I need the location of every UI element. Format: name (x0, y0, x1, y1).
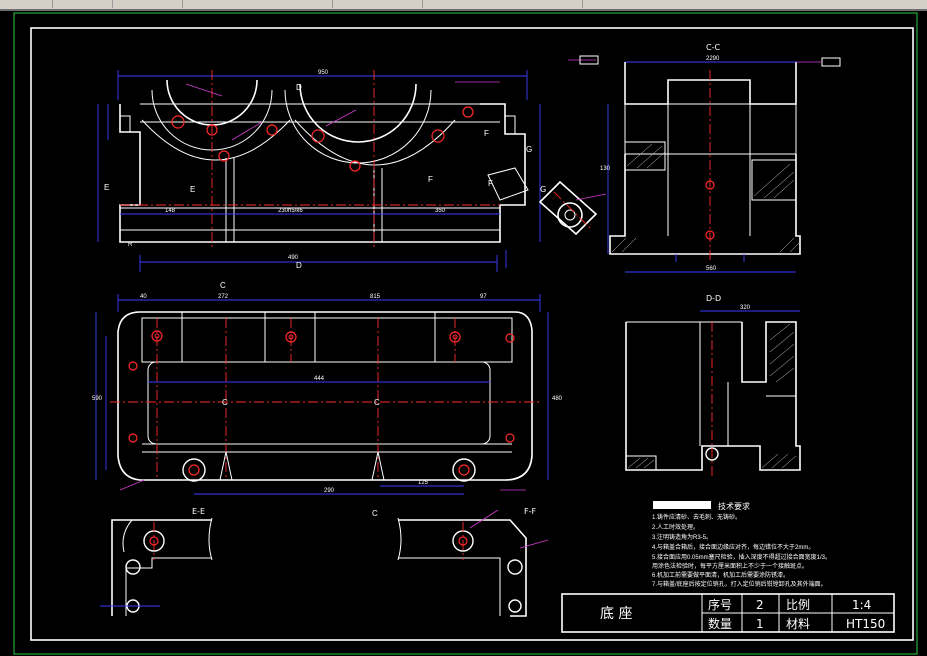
label-e-front: E (190, 185, 195, 194)
toolbar-edge (0, 9, 927, 11)
drawing-border (30, 27, 914, 641)
seq-label: 序号 (708, 597, 732, 612)
cad-drawing-canvas[interactable]: 950 (0, 11, 927, 656)
dim-front-center: 230h5/k6 (278, 208, 303, 214)
label-e-left: E (104, 183, 109, 192)
label-g-front: G (526, 145, 532, 154)
label-c-top: C (220, 281, 226, 290)
dim-cc-top: 2290 (706, 56, 720, 62)
section-cc: C-C 2290 130 560 (568, 43, 841, 273)
tech-req-item: 7.与箱盖/底座后按定位销孔，打入定位销后钳镗卸孔及其外端面。 (652, 580, 827, 588)
material-value: HT150 (846, 617, 885, 631)
toolbar-cell[interactable] (0, 0, 53, 8)
part-name: 底 座 (600, 606, 632, 622)
tech-req-item: 6.机加工前需要做平面清，机加工后需要涂防锈漆。 (652, 571, 789, 579)
tech-req-heading: 技术要求 (718, 501, 750, 511)
section-dd: D-D 320 (625, 294, 801, 478)
label-ff: F-F (524, 507, 536, 516)
front-view: 950 (97, 70, 541, 272)
label-c-center: C (374, 398, 380, 407)
section-ff: F-F (397, 507, 549, 617)
dim-front-bottom: 490 (288, 255, 299, 261)
tech-req-item: 2.人工时效处理。 (652, 523, 699, 531)
dim-plan-272: 272 (218, 294, 229, 300)
label-cc: C-C (706, 43, 720, 52)
dim-cc-left: 130 (600, 166, 611, 172)
qty-label: 数量 (708, 616, 732, 631)
dim-front-left: 148 (165, 208, 176, 214)
toolbar-strip (0, 0, 927, 9)
dim-plan-height: 590 (92, 396, 103, 402)
dim-plan-inner: 290 (324, 488, 335, 494)
label-ee: E-E (192, 507, 205, 516)
dim-plan-width: 480 (552, 396, 563, 402)
section-ee: E-E (100, 507, 213, 616)
label-d-top: D (296, 83, 302, 92)
qty-value: 1 (756, 617, 764, 631)
outer-frame (13, 12, 918, 655)
toolbar-cell[interactable] (422, 0, 583, 8)
toolbar-cell[interactable] (332, 0, 423, 8)
dim-dd-top: 320 (740, 305, 751, 311)
label-c-bottom: C (372, 509, 378, 518)
technical-requirements: 技术要求 1.铸件应清砂、去毛刺、无铸砂。 2.人工时效处理。 3.注明铸造角为… (652, 501, 831, 588)
dim-plan-444: 444 (314, 376, 325, 382)
label-c-left: C (222, 398, 228, 407)
dim-plan-815: 815 (370, 294, 381, 300)
label-f-front: F (428, 175, 433, 184)
seq-value: 2 (756, 598, 764, 612)
plan-view: 40 272 815 97 C 444 (92, 281, 563, 518)
toolbar-cell[interactable] (112, 0, 183, 8)
dim-plan-40: 40 (140, 294, 147, 300)
label-dd: D-D (706, 294, 721, 303)
toolbar-cell[interactable] (182, 0, 333, 8)
label-d-bottom: D (296, 261, 302, 270)
dim-front-right: 350 (435, 208, 446, 214)
tech-req-item: 4.与箱盖合箱后，接合面边缘应对齐，每边错位不大于2mm。 (652, 543, 814, 551)
label-r-front: R (128, 242, 133, 248)
dim-front-overall: 950 (318, 70, 329, 76)
heading-bar (653, 501, 711, 509)
title-block: 底 座 序号 2 比例 1:4 数量 1 材料 HT150 (561, 593, 895, 633)
material-label: 材料 (786, 617, 810, 631)
tech-req-item: 用涂色法检验时，每平方厘米面积上不少于一个接触斑点。 (652, 562, 808, 570)
tech-req-item: 5.接合面应用0.05mm塞尺检验，插入深度不得超过接合面宽度1/3。 (652, 553, 831, 561)
detail-g-view: G (538, 180, 607, 236)
scale-label: 比例 (786, 598, 810, 612)
toolbar-cell[interactable] (52, 0, 113, 8)
tech-req-item: 3.注明铸造角为R3-5。 (652, 533, 712, 541)
label-g-detail: G (540, 185, 546, 194)
dim-plan-97: 97 (480, 294, 487, 300)
tech-req-item: 1.铸件应清砂、去毛刺、无铸砂。 (652, 513, 741, 521)
dim-cc-bottom: 560 (706, 266, 717, 272)
scale-value: 1:4 (852, 598, 871, 612)
dim-plan-125: 125 (418, 480, 429, 486)
label-f-inner: F (488, 179, 493, 188)
label-f-right: F (484, 129, 489, 138)
